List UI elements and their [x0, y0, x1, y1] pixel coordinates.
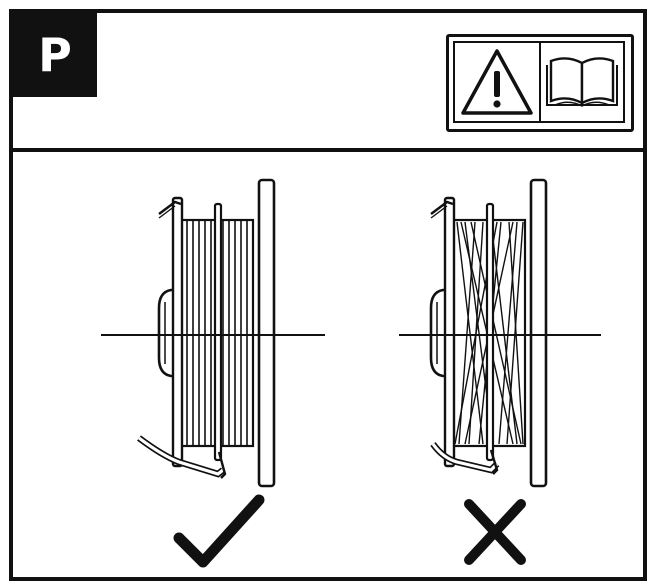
warning-triangle-icon [461, 49, 533, 115]
manual-icon-cell [541, 43, 623, 121]
section-badge: P [13, 13, 97, 97]
icons-inner-border [453, 41, 625, 123]
spool-diagram [101, 178, 601, 568]
header-band: P [13, 13, 643, 152]
section-letter: P [38, 28, 72, 82]
spool-incorrect [429, 178, 548, 488]
instruction-frame: P [9, 9, 647, 581]
safety-icons-box [446, 34, 634, 132]
cross-icon [464, 499, 526, 565]
spool-correct [137, 178, 276, 488]
manual-book-icon [546, 57, 618, 107]
warning-icon-cell [455, 43, 539, 121]
checkmark-icon [173, 494, 265, 568]
icons-divider [539, 43, 541, 121]
